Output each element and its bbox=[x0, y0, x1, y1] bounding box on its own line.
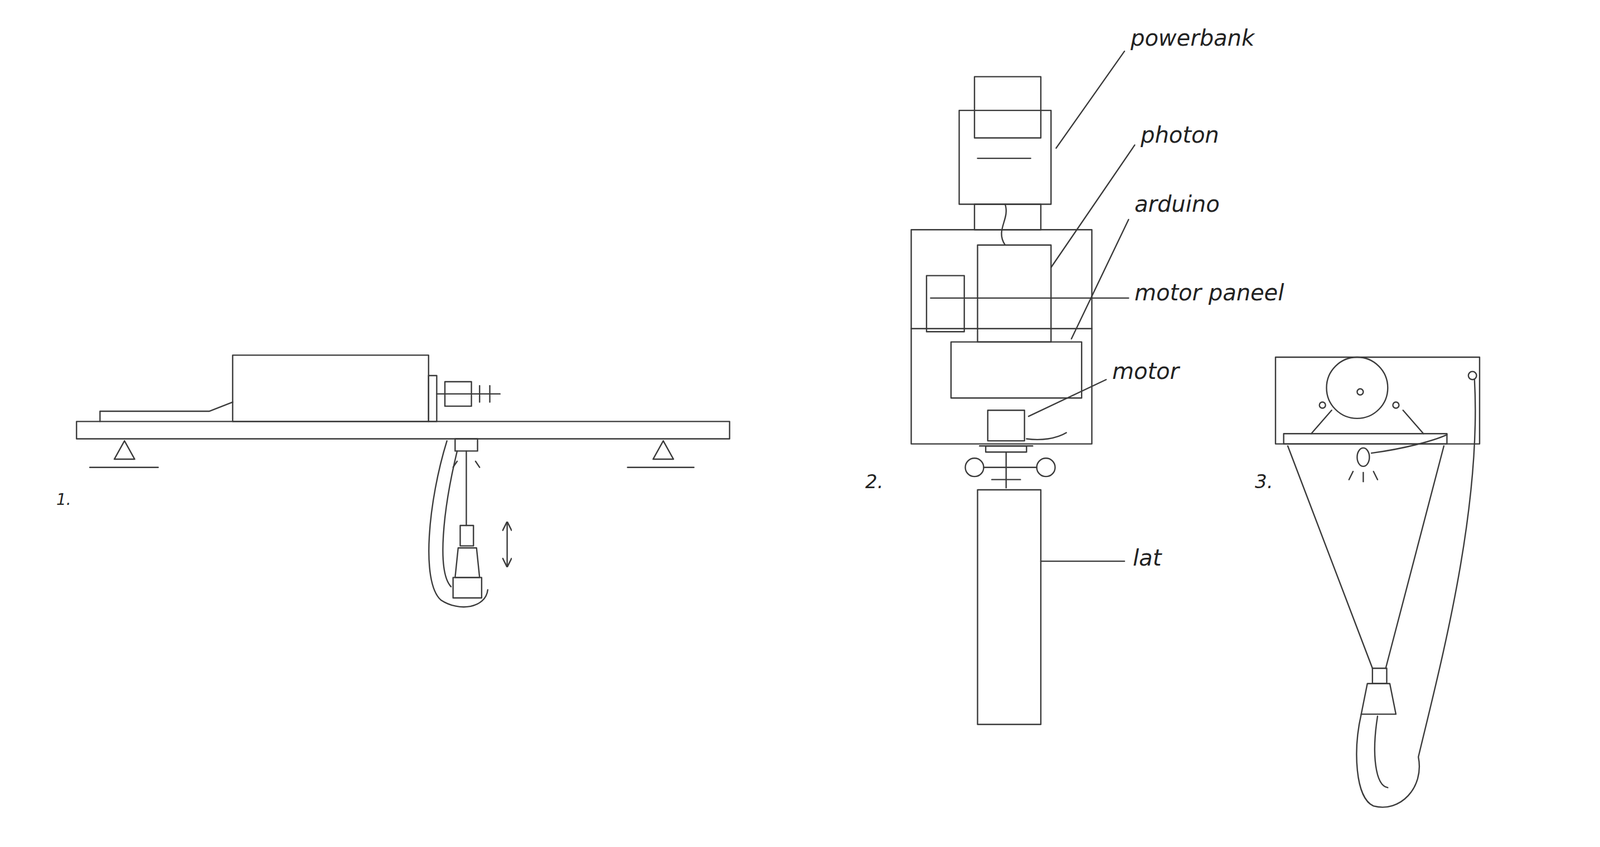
part-name: arduino bbox=[1134, 191, 1220, 217]
part-name: lat bbox=[1132, 545, 1162, 571]
figure-front-view bbox=[1275, 357, 1480, 808]
part-name: motor paneel bbox=[1134, 280, 1284, 305]
part-name: motor bbox=[1112, 359, 1180, 384]
figure-number: 3. bbox=[1254, 471, 1273, 493]
figure-top-view bbox=[911, 51, 1136, 725]
figure-number: 2. bbox=[865, 471, 884, 493]
figure-number: 1. bbox=[56, 491, 72, 509]
figure-side-view bbox=[76, 355, 730, 608]
part-name: powerbank bbox=[1130, 25, 1255, 51]
part-name: photon bbox=[1140, 122, 1220, 148]
